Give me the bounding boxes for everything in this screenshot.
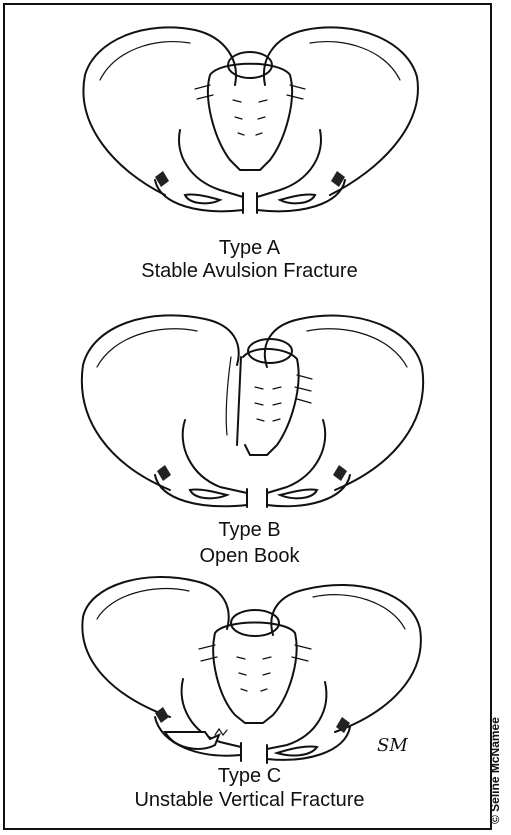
artist-signature: SM [377,735,408,756]
figure-frame: Type A Stable Avulsion Fracture [3,3,492,830]
panel-type-a-subtitle: Stable Avulsion Fracture [5,260,494,283]
pelvis-type-b-illustration [5,295,494,520]
artist-signature-text: SM [377,735,408,756]
pelvis-type-a-illustration [5,5,494,235]
pelvis-type-c-illustration [5,567,494,767]
panel-type-b-subtitle: Open Book [5,545,494,568]
copyright-credit: © Seline McNamee [488,614,502,824]
panel-type-b: Type B Open Book [5,295,494,575]
panel-type-a: Type A Stable Avulsion Fracture [5,5,494,285]
panel-type-b-title: Type B [5,519,494,542]
panel-type-c-title: Type C [5,765,494,788]
panel-type-c: SM Type C Unstable Vertical Fracture [5,567,494,832]
panel-type-c-subtitle: Unstable Vertical Fracture [5,789,494,812]
panel-type-a-title: Type A [5,237,494,260]
